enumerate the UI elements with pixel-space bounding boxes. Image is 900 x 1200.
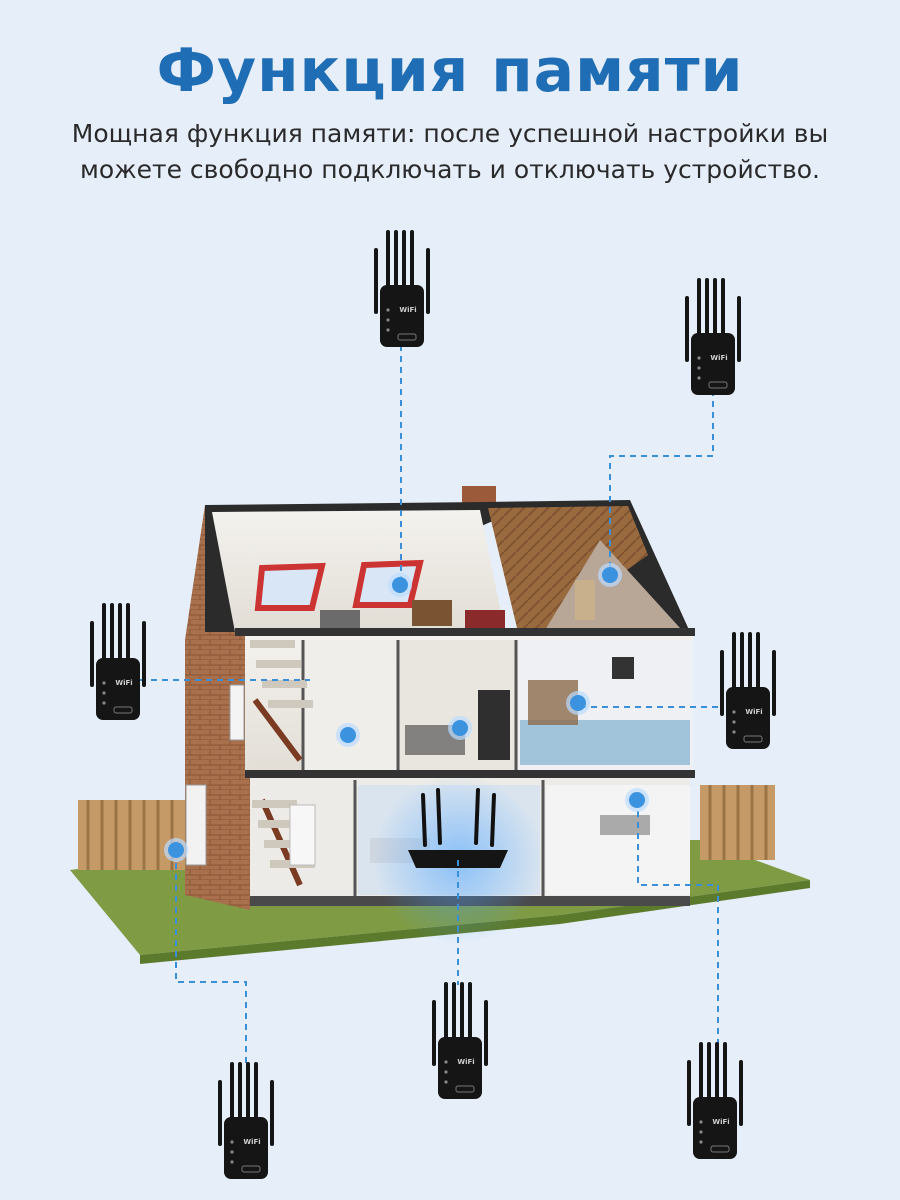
wifi-extender-icon: [687, 1042, 743, 1161]
wifi-extender-icon: [218, 1062, 274, 1181]
page-subtitle: Мощная функция памяти: после успешной на…: [71, 119, 829, 184]
fence-right: [700, 785, 775, 860]
wifi-extender-icon: [685, 278, 741, 397]
signal-node-icon: [448, 716, 472, 740]
wifi-extender-icon: [374, 230, 430, 349]
signal-node-icon: [566, 691, 590, 715]
signal-node-icon: [164, 838, 188, 862]
signal-node-icon: [336, 723, 360, 747]
wifi-extender-icon: [90, 603, 146, 722]
signal-nodes: [164, 563, 649, 862]
house: [185, 486, 695, 910]
link-lines: [140, 345, 719, 1065]
page-title: Функция памяти: [156, 36, 744, 106]
wifi-extender-icon: [432, 982, 488, 1101]
wifi-extender-icon: [720, 632, 776, 751]
signal-node-icon: [625, 788, 649, 812]
signal-node-icon: [388, 573, 412, 597]
signal-node-icon: [598, 563, 622, 587]
router-icon: [408, 788, 508, 868]
